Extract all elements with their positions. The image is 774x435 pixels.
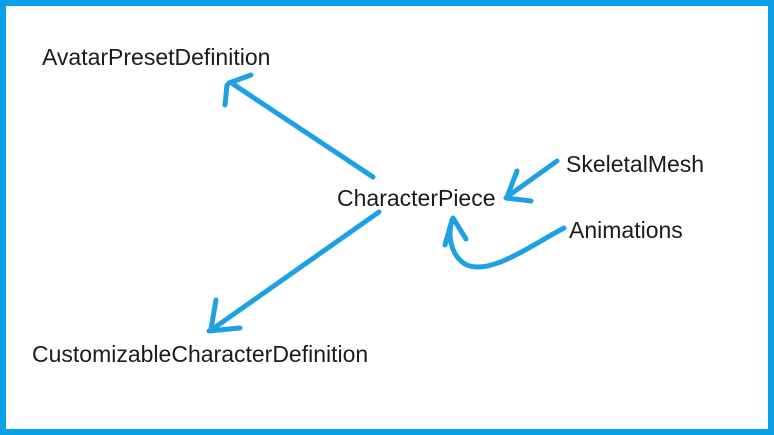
arrow-characterpiece-to-avatarpresetdefinition xyxy=(222,72,376,180)
node-animations: Animations xyxy=(569,217,683,243)
node-character-piece: CharacterPiece xyxy=(337,185,496,211)
arrow-skeletalmesh-to-characterpiece xyxy=(503,158,560,204)
node-avatar-preset-definition: AvatarPresetDefinition xyxy=(42,44,271,70)
arrow-characterpiece-to-customizablecharacterdefinition xyxy=(206,209,382,334)
arrow-animations-to-characterpiece xyxy=(442,215,567,270)
node-skeletal-mesh: SkeletalMesh xyxy=(566,151,705,177)
node-customizable-character-definition: CustomizableCharacterDefinition xyxy=(32,341,369,367)
